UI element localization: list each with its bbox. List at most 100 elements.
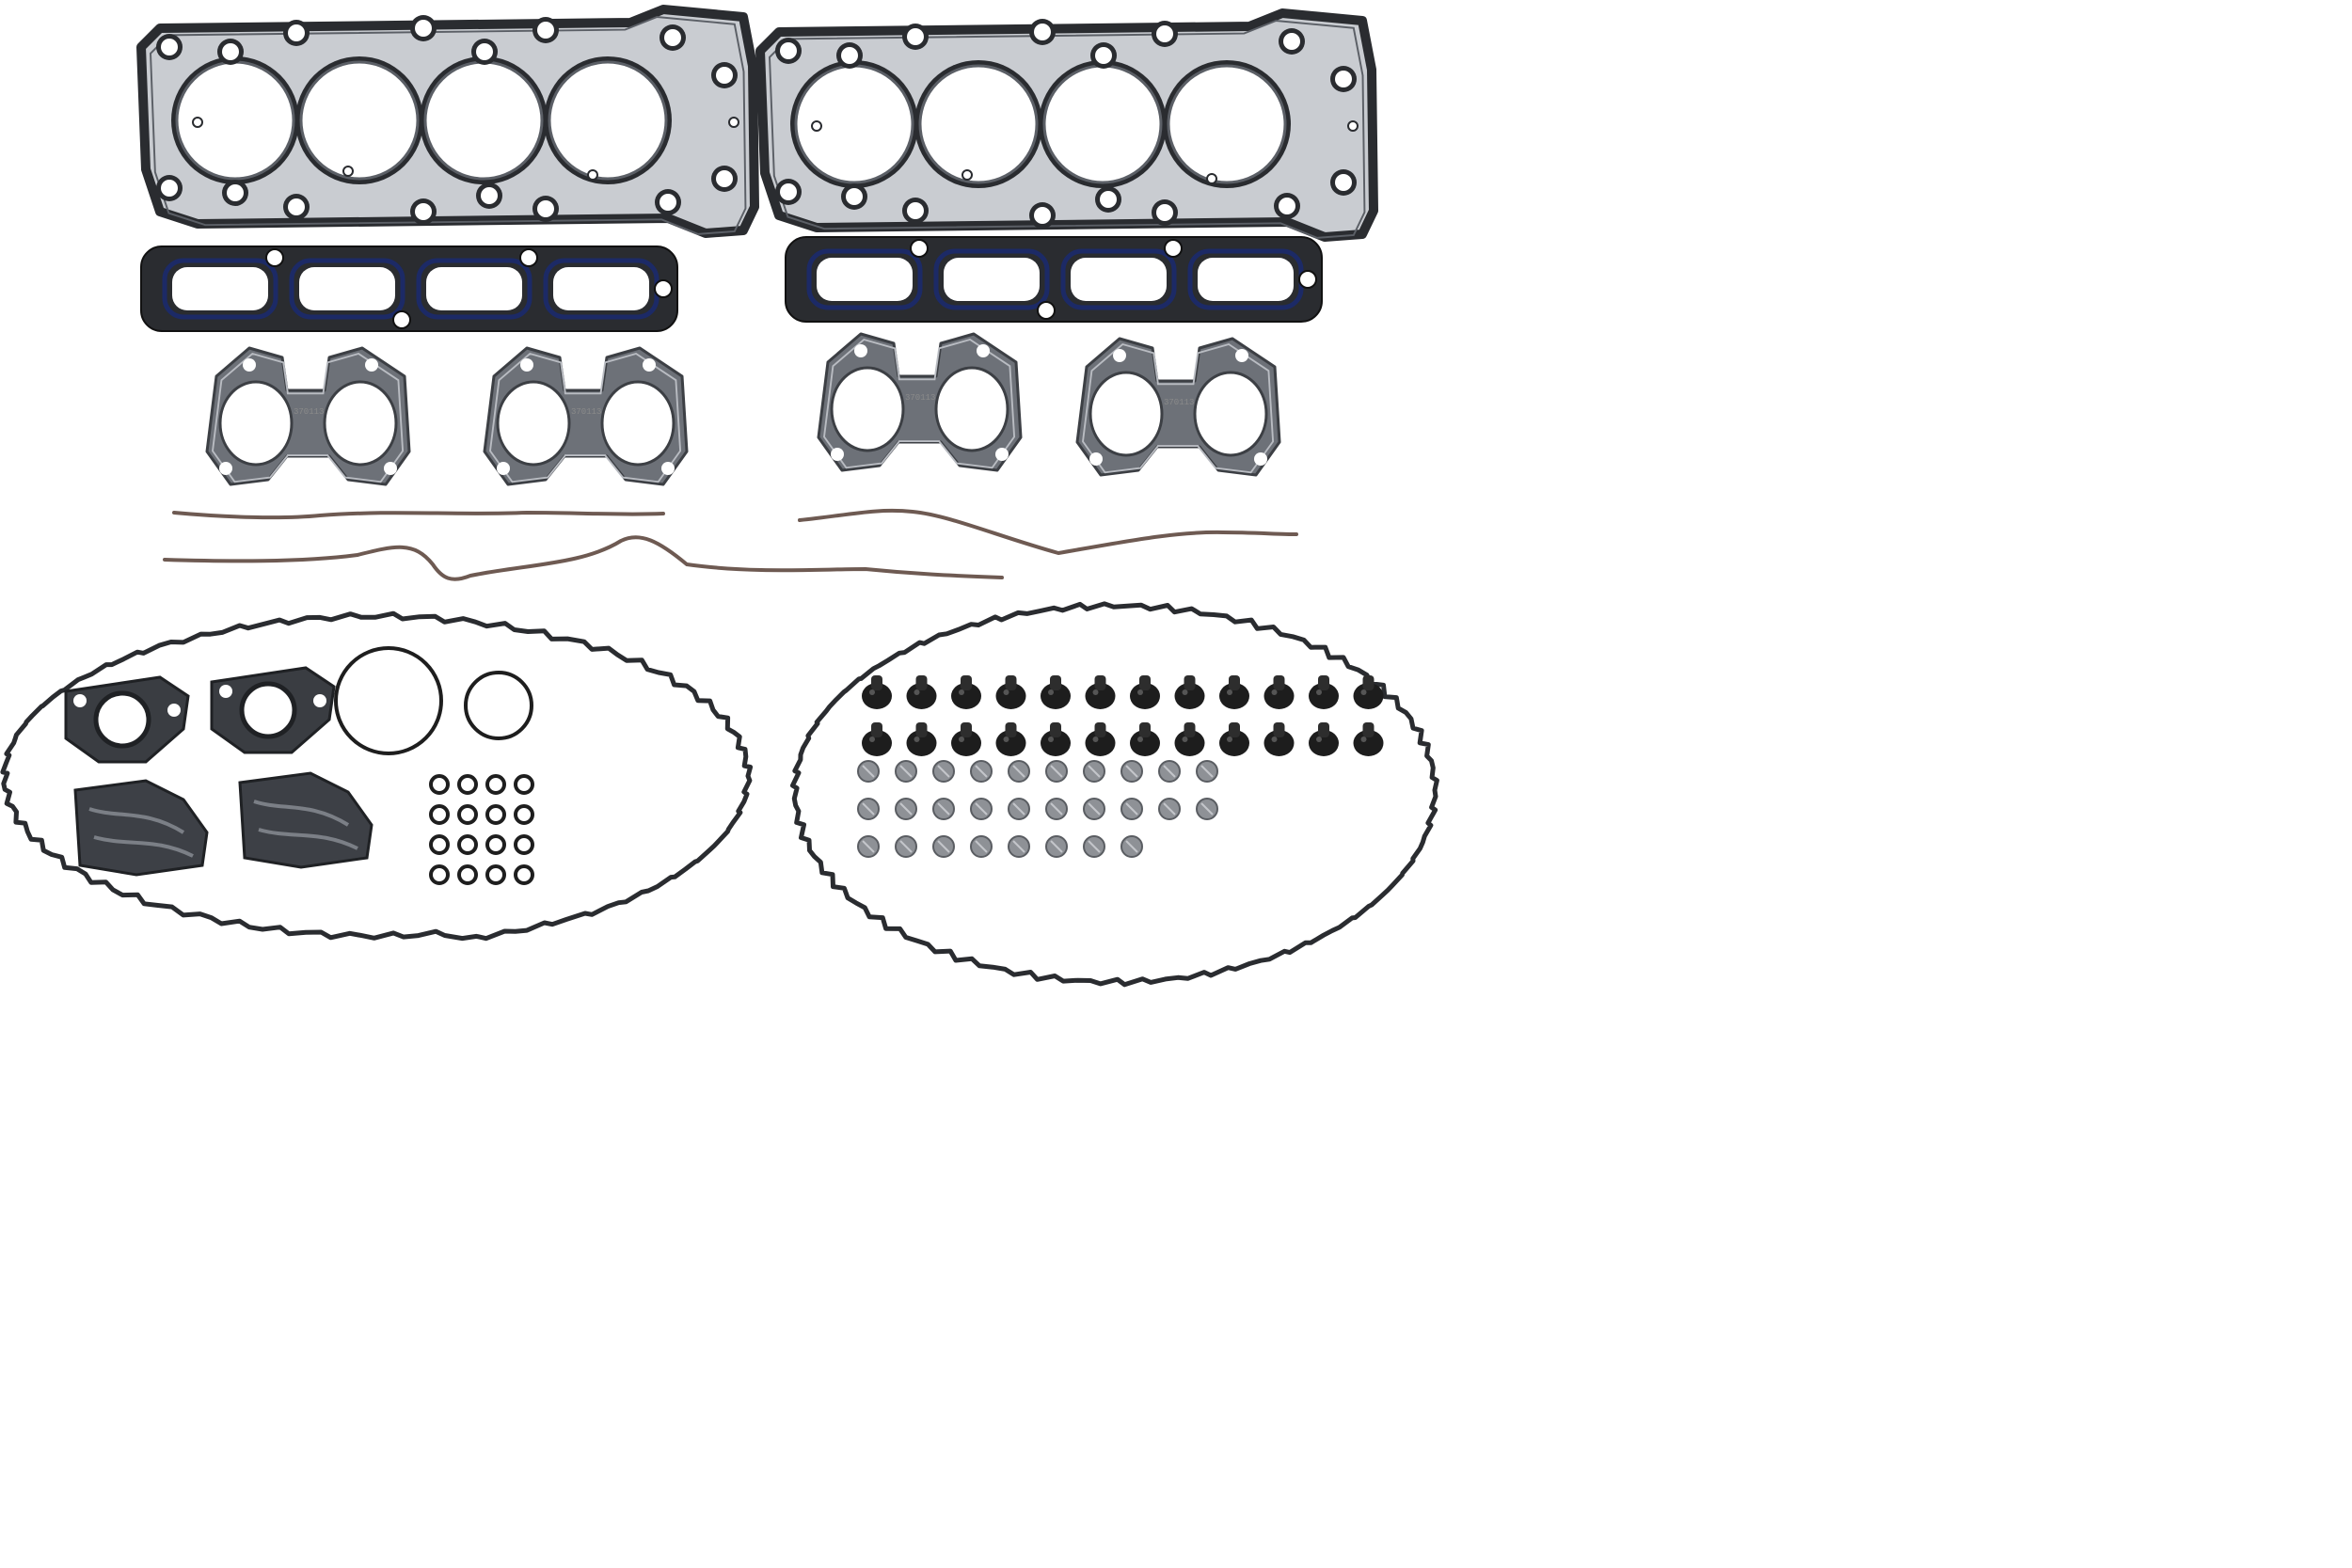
valve-lock-split	[1088, 840, 1101, 853]
small-gasket-hole	[167, 704, 181, 717]
intake-manifold-gaskets	[140, 236, 1323, 332]
small-gasket-hole	[219, 685, 232, 698]
timing-seal-upper-right	[798, 508, 1298, 556]
valve-lock-split	[899, 802, 913, 816]
stem-seal-top	[1273, 675, 1285, 690]
stem-seal-highlight	[1048, 736, 1054, 742]
part-number-label: 370113	[905, 393, 935, 403]
stem-seal-body	[1130, 730, 1160, 756]
valve-stem-seal	[1130, 722, 1160, 756]
bolt-hole	[716, 170, 733, 187]
stem-seal-body	[1041, 683, 1071, 709]
bolt-hole	[1034, 24, 1051, 40]
stem-seal-top	[1005, 722, 1017, 737]
small-gasket-port	[239, 681, 297, 739]
valve-stem-seal	[1353, 675, 1384, 709]
intake-port-seal	[416, 258, 532, 320]
stem-seal-body	[995, 683, 1026, 709]
valve-lock-split	[1088, 765, 1101, 778]
oil-passage	[961, 169, 973, 181]
exhaust-bolt-hole	[643, 358, 656, 372]
exhaust-bolt-hole	[219, 462, 232, 475]
bolt-hole	[161, 180, 178, 197]
small-gasket-hole	[313, 694, 326, 707]
bolt-hole	[288, 24, 305, 41]
valve-lock-split	[937, 840, 950, 853]
cylinder-bore	[1042, 64, 1163, 184]
stem-seal-highlight	[1227, 689, 1232, 695]
valve-stem-seal	[1174, 675, 1205, 709]
exhaust-port	[1089, 371, 1164, 457]
small-gasket-port	[93, 690, 151, 749]
valve-lock-split	[975, 765, 988, 778]
head-gasket-edge-bead	[769, 20, 1366, 239]
bolt-hole	[161, 39, 178, 55]
small-o-ring	[514, 774, 534, 795]
part-number-label: 370113	[571, 407, 601, 417]
intake-port-seal	[933, 248, 1050, 310]
intake-gasket-carrier	[785, 236, 1323, 323]
valve-lock-split	[862, 765, 875, 778]
head-gasket-left	[136, 5, 759, 238]
stem-seal-highlight	[959, 736, 964, 742]
valve-lock-split	[1200, 765, 1214, 778]
intake-bolt-hole	[1164, 239, 1183, 258]
timing-seal-lower	[163, 535, 1004, 581]
valve-stem-seal	[1219, 722, 1249, 756]
exhaust-gasket-bead	[823, 338, 1016, 469]
exhaust-bolt-hole	[854, 344, 867, 357]
timing-seal-upper-left	[172, 510, 665, 520]
intake-port	[172, 267, 268, 310]
stem-seal-body	[1219, 730, 1249, 756]
small-o-ring	[485, 864, 506, 885]
stem-seal-highlight	[914, 736, 920, 742]
stem-seal-top	[871, 722, 882, 737]
stem-seal-highlight	[1271, 736, 1278, 742]
intake-port	[426, 267, 522, 310]
water-pump-gasket	[238, 771, 373, 869]
stem-seal-highlight	[1092, 736, 1099, 742]
valve-stem-seal	[1174, 722, 1205, 756]
stem-seal-top	[1184, 675, 1196, 690]
stem-seal-highlight	[1182, 689, 1188, 695]
valve-lock-split	[1050, 840, 1063, 853]
stem-seal-top	[1139, 722, 1151, 737]
small-o-ring	[514, 834, 534, 855]
cover-plate-channel	[253, 800, 358, 850]
stem-seal-highlight	[1316, 689, 1322, 695]
intake-port	[1071, 258, 1167, 301]
cylinder-bore	[299, 60, 420, 181]
bolt-hole	[907, 28, 924, 45]
exhaust-port	[496, 380, 571, 467]
intake-gasket-left	[140, 245, 678, 332]
exhaust-port	[600, 380, 675, 467]
exhaust-bolt-hole	[384, 462, 397, 475]
bolt-hole	[664, 29, 681, 46]
stem-seal-top	[961, 675, 972, 690]
valve-lock-split	[1050, 802, 1063, 816]
stem-seal-body	[1085, 683, 1116, 709]
valve-lock-split	[1088, 802, 1101, 816]
stem-seal-top	[915, 722, 928, 737]
cylinder-bore	[423, 60, 544, 181]
stem-seal-body	[1174, 730, 1205, 756]
valve-stem-seal	[906, 675, 937, 709]
oil-passage	[1206, 173, 1217, 184]
bolt-hole	[537, 200, 554, 217]
bolt-hole	[1283, 33, 1300, 50]
bolt-hole	[846, 188, 863, 205]
thermostat-gasket-1	[64, 675, 190, 764]
large-o-ring	[334, 646, 443, 755]
bolt-hole	[1095, 47, 1112, 64]
stem-seal-body	[1309, 683, 1339, 709]
oil-passage	[728, 117, 739, 128]
bolt-hole	[907, 202, 924, 219]
stem-seal-body	[1174, 683, 1205, 709]
stem-seal-highlight	[1360, 689, 1367, 695]
valve-stem-seal	[951, 675, 981, 709]
valve-lock-split	[1012, 802, 1025, 816]
exhaust-bolt-hole	[1089, 452, 1103, 466]
valve-stem-seal	[1041, 675, 1071, 709]
small-o-ring	[485, 834, 506, 855]
